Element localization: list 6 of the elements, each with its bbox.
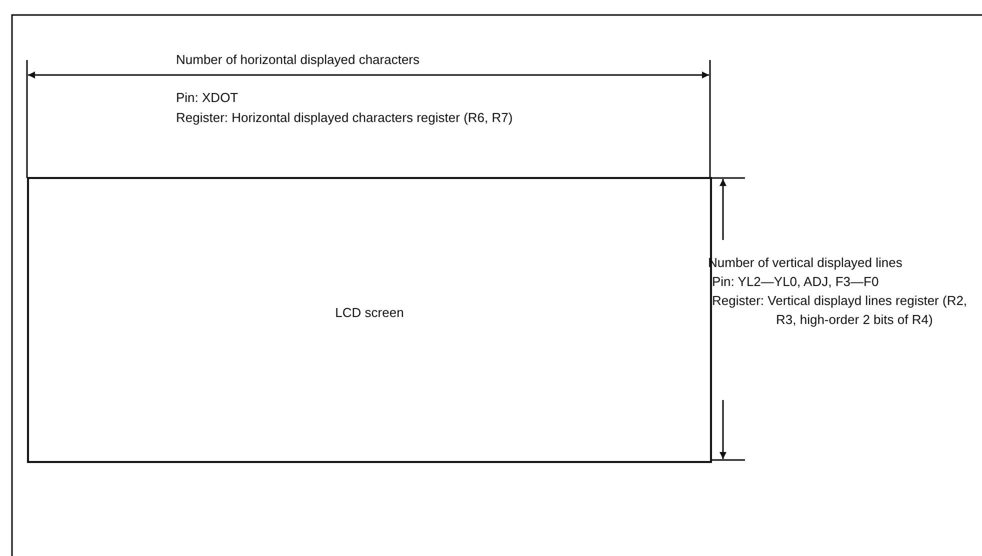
register-note: Register: Horizontal displayed characters register (R6, R7) (176, 109, 514, 127)
pin-note: Pin: XDOT (176, 89, 240, 107)
register-note: Register: Vertical displayd lines register (R2, R3, high-order 2 bits of R4) (712, 292, 968, 329)
screen-label: LCD screen (334, 305, 405, 320)
dimension-label: Number of horizontal displayed characters (176, 51, 421, 69)
pin-note: Pin: YL2—YL0, ADJ, F3—F0 (712, 273, 880, 291)
